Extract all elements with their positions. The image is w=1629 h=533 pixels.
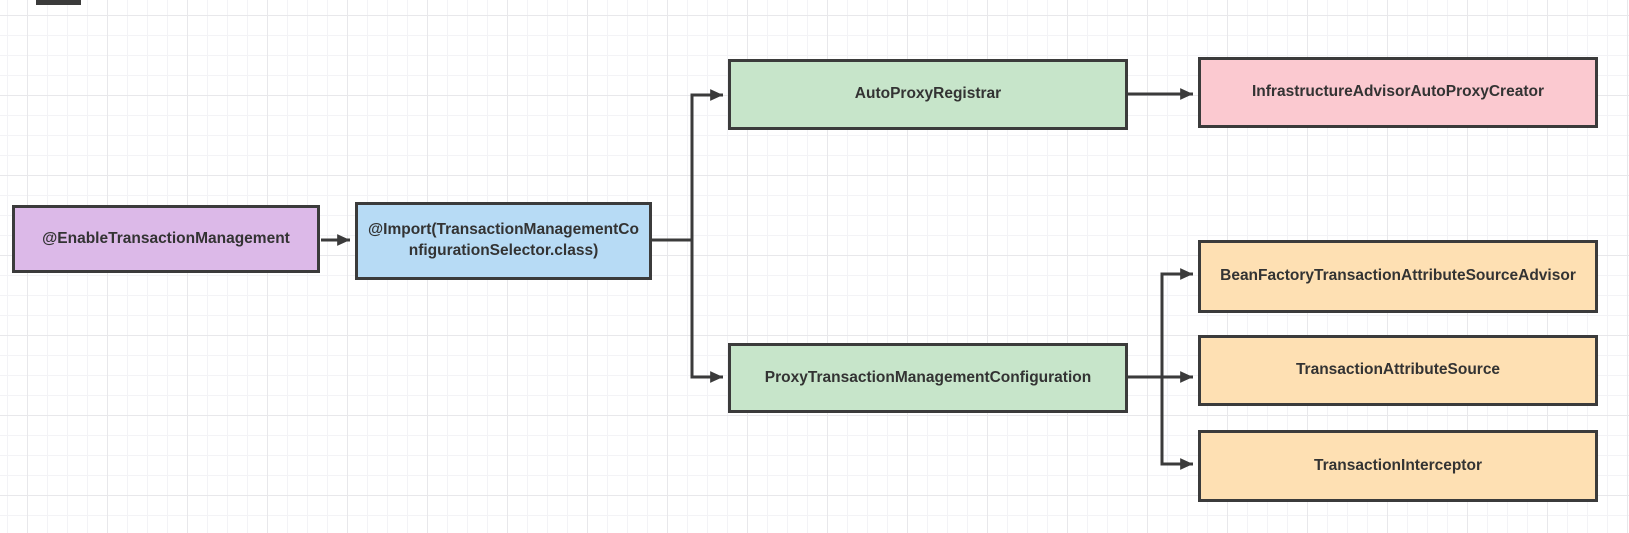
- node-label: TransactionInterceptor: [1314, 456, 1482, 474]
- node-label: @Import(TransactionManagementConfigurati…: [368, 221, 639, 259]
- node-label: TransactionAttributeSource: [1295, 361, 1501, 379]
- node-label: @EnableTransactionManagement: [42, 229, 290, 247]
- node-label: AutoProxyRegistrar: [854, 85, 1002, 103]
- node-infrastructure-advisor-auto-proxy-creator[interactable]: InfrastructureAdvisorAutoProxyCreator: [1198, 57, 1598, 128]
- node-label: ProxyTransactionManagementConfiguration: [764, 368, 1092, 386]
- node-bean-factory-transaction-attribute-source-advisor[interactable]: BeanFactoryTransactionAttributeSourceAdv…: [1198, 240, 1598, 313]
- node-auto-proxy-registrar[interactable]: AutoProxyRegistrar: [728, 59, 1128, 130]
- node-proxy-transaction-management-configuration[interactable]: ProxyTransactionManagementConfiguration: [728, 343, 1128, 413]
- node-label: InfrastructureAdvisorAutoProxyCreator: [1252, 83, 1544, 101]
- edge-proxytxconfig-to-txinterceptor[interactable]: [1160, 377, 1193, 470]
- edge-import-to-autoproxyregistrar[interactable]: [652, 89, 723, 242]
- node-label: BeanFactoryTransactionAttributeSourceAdv…: [1220, 267, 1576, 285]
- clipped-shape-top-edge: [36, 0, 81, 5]
- edge-proxytxconfig-to-beanfactoryadvisor[interactable]: [1160, 268, 1193, 377]
- node-transaction-attribute-source[interactable]: TransactionAttributeSource: [1198, 335, 1598, 406]
- node-enable-transaction-management[interactable]: @EnableTransactionManagement: [12, 205, 320, 273]
- edge-import-to-proxytxconfig[interactable]: [690, 240, 723, 383]
- node-transaction-interceptor[interactable]: TransactionInterceptor: [1198, 430, 1598, 502]
- node-import-selector[interactable]: @Import(TransactionManagementConfigurati…: [355, 202, 652, 280]
